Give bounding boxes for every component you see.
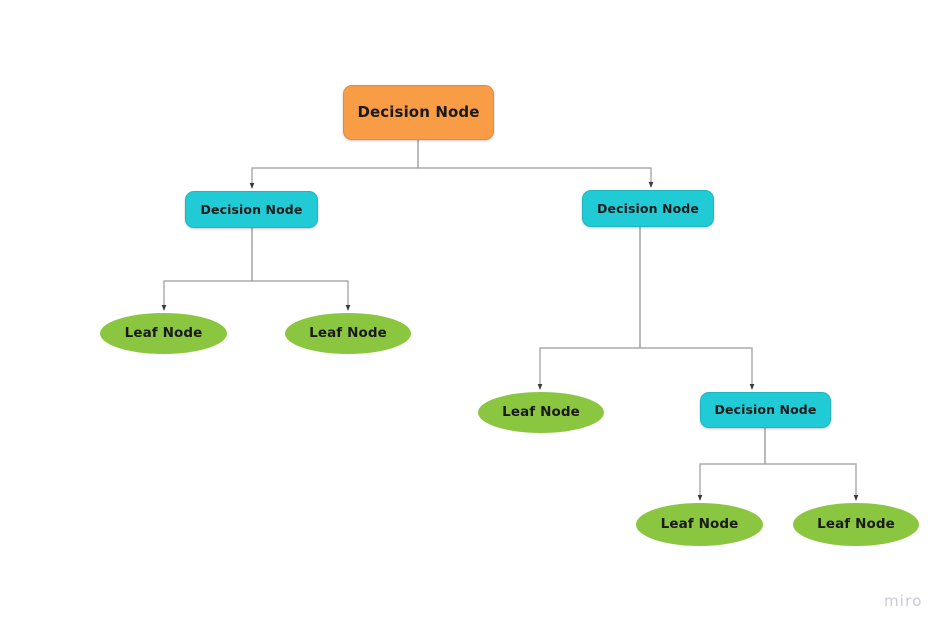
node-branch-l[interactable]: Decision Node	[185, 191, 318, 228]
edge-branch-r-leaf-r1[interactable]	[537, 227, 641, 390]
node-label: Leaf Node	[309, 325, 387, 342]
node-leaf-l1[interactable]: Leaf Node	[100, 313, 227, 354]
node-branch-r2[interactable]: Decision Node	[700, 392, 831, 428]
edge-branch-r2-leaf-r2b[interactable]	[764, 428, 859, 501]
edge-branch-r-branch-r2[interactable]	[639, 227, 755, 390]
node-label: Decision Node	[597, 200, 699, 216]
node-label: Leaf Node	[817, 516, 895, 533]
edge-root-branch-l[interactable]	[249, 140, 419, 189]
node-label: Decision Node	[357, 103, 480, 122]
miro-watermark: miro	[884, 592, 923, 610]
edge-branch-l-leaf-l2[interactable]	[251, 228, 351, 311]
node-leaf-r1[interactable]: Leaf Node	[478, 392, 604, 433]
node-leaf-r2a[interactable]: Leaf Node	[636, 503, 763, 546]
node-leaf-l2[interactable]: Leaf Node	[285, 313, 411, 354]
edge-root-branch-r[interactable]	[417, 140, 654, 188]
node-label: Decision Node	[200, 201, 303, 217]
node-root[interactable]: Decision Node	[343, 85, 494, 140]
node-label: Decision Node	[714, 402, 817, 418]
node-label: Leaf Node	[124, 325, 203, 342]
node-leaf-r2b[interactable]: Leaf Node	[793, 503, 919, 546]
edge-branch-l-leaf-l1[interactable]	[161, 228, 253, 311]
node-label: Leaf Node	[502, 404, 580, 421]
node-branch-r[interactable]: Decision Node	[582, 190, 714, 227]
edge-branch-r2-leaf-r2a[interactable]	[697, 428, 766, 501]
node-label: Leaf Node	[660, 516, 739, 533]
